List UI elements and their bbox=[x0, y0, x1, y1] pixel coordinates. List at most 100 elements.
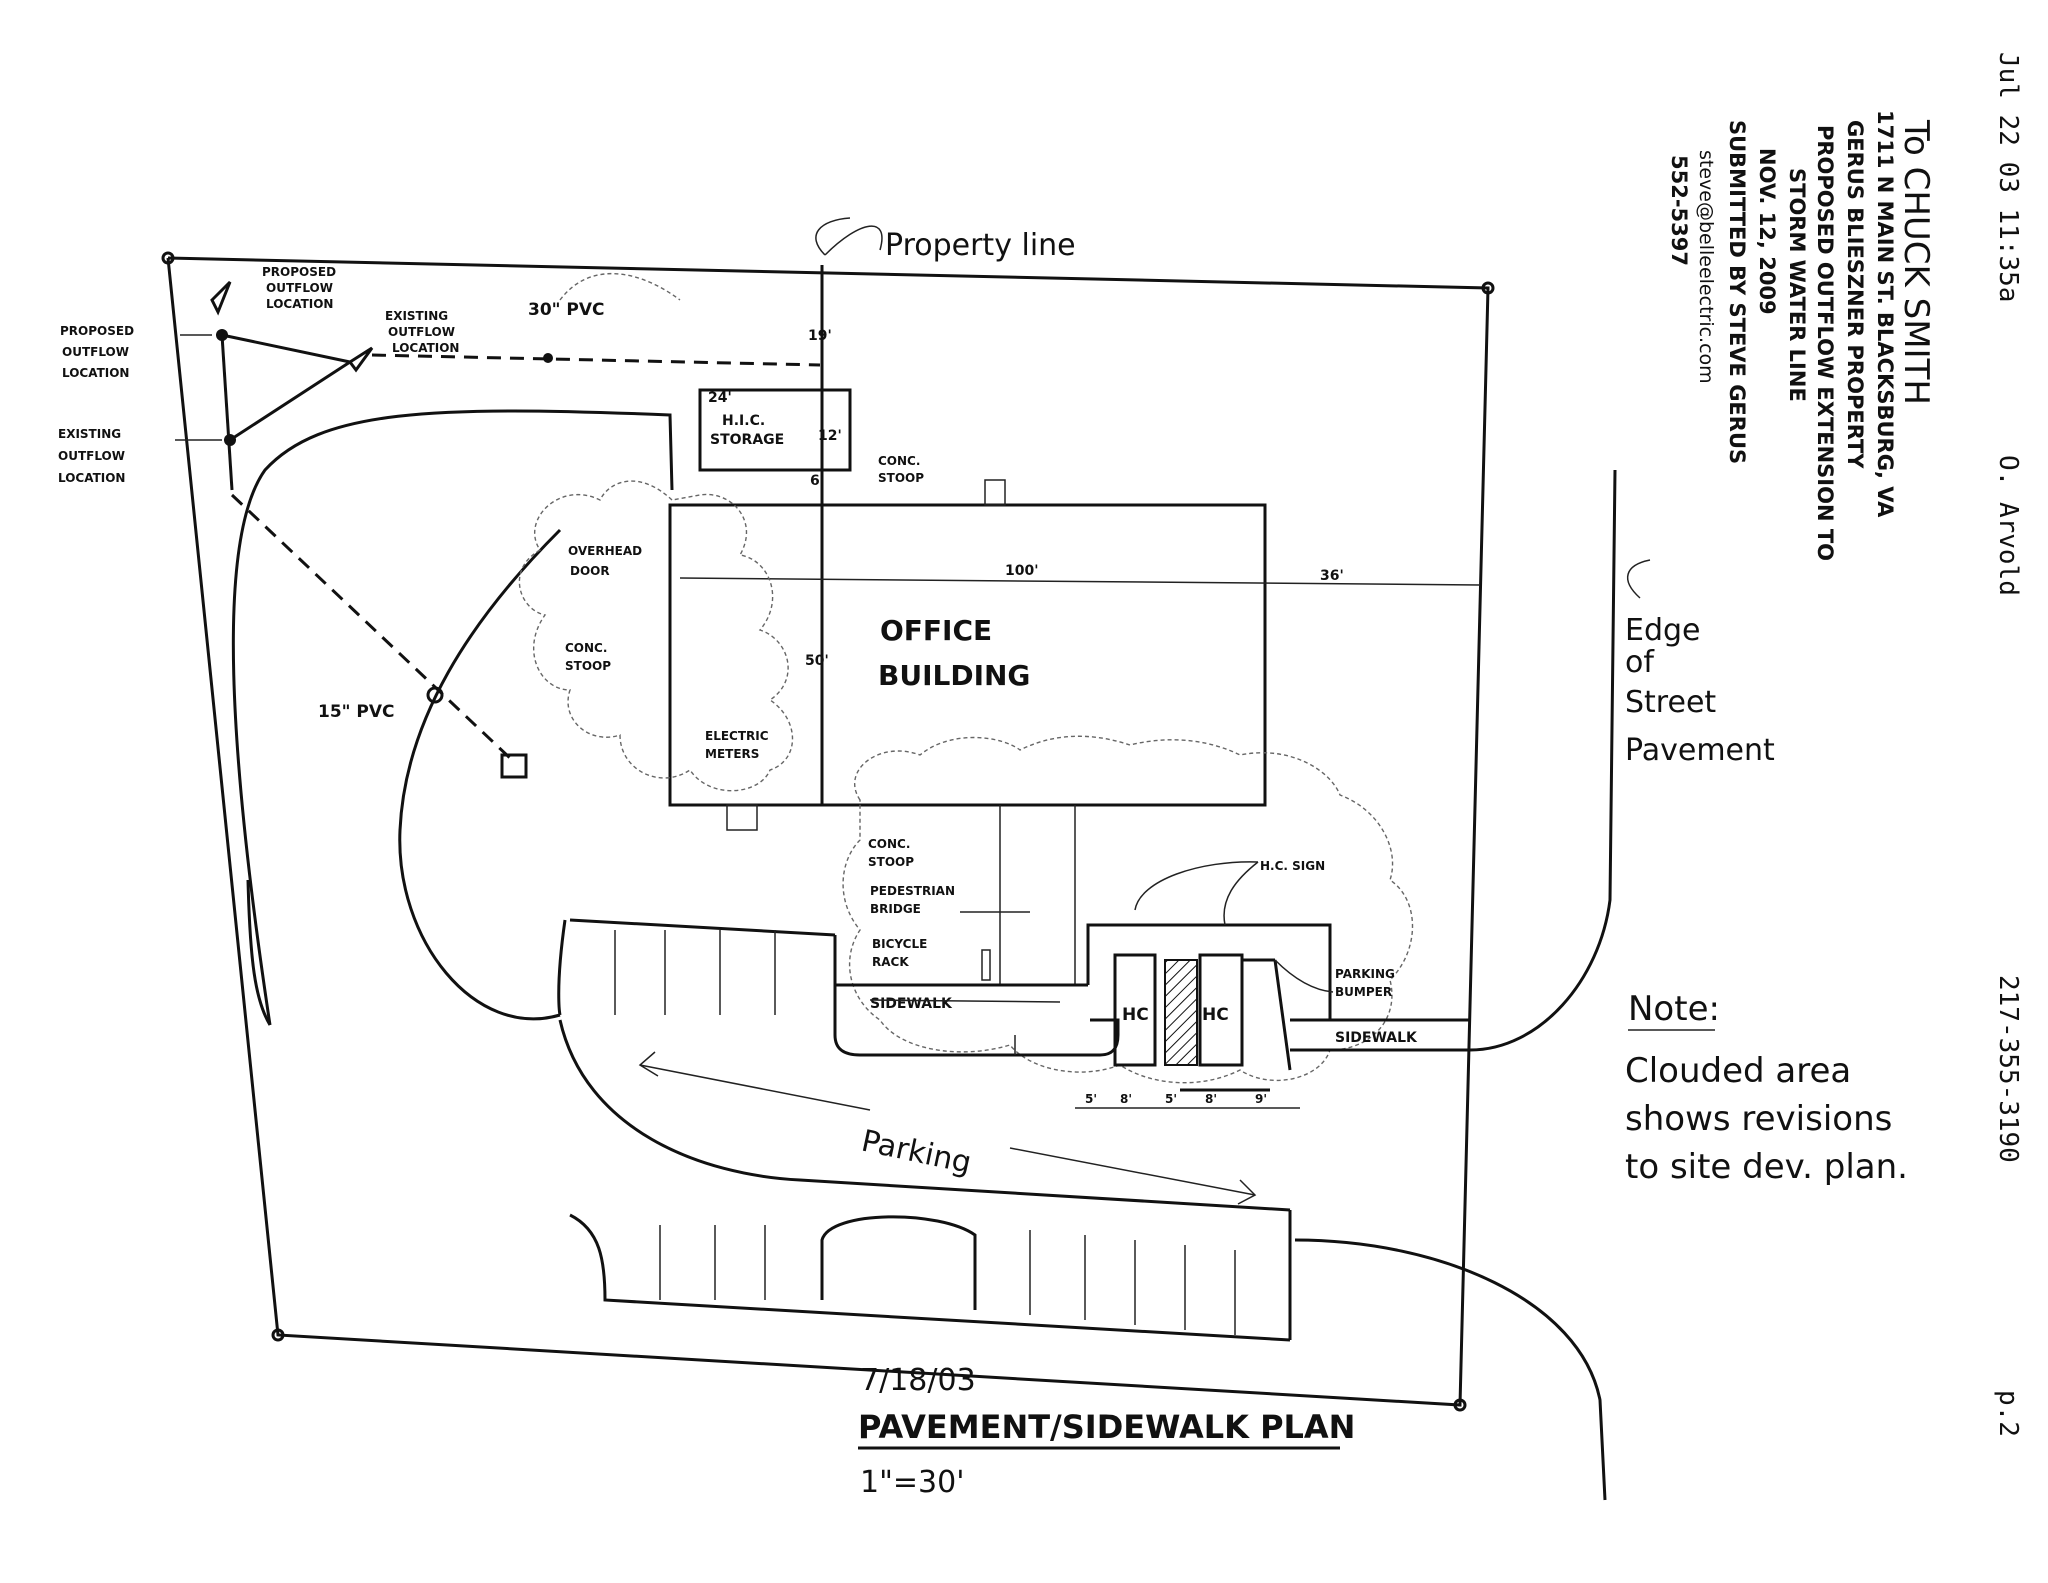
parking-bumper-label: PARKING BUMPER bbox=[1335, 967, 1395, 999]
fax-sender: O. Arvold bbox=[1993, 455, 2023, 596]
svg-text:8': 8' bbox=[1205, 1092, 1217, 1106]
fax-timestamp: Jul 22 03 11:35a bbox=[1993, 52, 2023, 302]
svg-text:STOOP: STOOP bbox=[565, 659, 611, 673]
conc-stoop-top-label: CONC. STOOP bbox=[878, 454, 924, 485]
svg-text:to site dev. plan.: to site dev. plan. bbox=[1625, 1147, 1908, 1187]
hc-sign-label: H.C. SIGN bbox=[1260, 859, 1325, 873]
dim-100: 100' bbox=[1005, 563, 1039, 579]
bicycle-rack-label: BICYCLE RACK bbox=[872, 937, 927, 969]
revision-cloud-right bbox=[842, 735, 1414, 1084]
dim-24: 24' bbox=[708, 390, 732, 406]
property-line-label: Property line bbox=[885, 228, 1076, 263]
svg-text:RACK: RACK bbox=[872, 955, 909, 969]
svg-text:LOCATION: LOCATION bbox=[392, 341, 459, 355]
proposed-outflow-top-label: PROPOSED OUTFLOW LOCATION bbox=[262, 265, 336, 311]
pedestrian-bridge-structure bbox=[999, 805, 1076, 985]
proposed-outflow-left-label: PROPOSED OUTFLOW LOCATION bbox=[60, 324, 134, 380]
svg-text:NOV. 12, 2009: NOV. 12, 2009 bbox=[1755, 148, 1779, 315]
property-boundary bbox=[161, 251, 1495, 1412]
svg-text:CONC.: CONC. bbox=[878, 454, 920, 468]
street-edge-lower bbox=[1294, 1238, 1607, 1501]
overhead-door-label: OVERHEAD DOOR bbox=[568, 544, 642, 578]
note-block: Note: Clouded area shows revisions to si… bbox=[1625, 989, 1908, 1187]
svg-text:OFFICE: OFFICE bbox=[880, 614, 992, 647]
storm-pipes bbox=[210, 280, 821, 779]
svg-text:LOCATION: LOCATION bbox=[266, 297, 333, 311]
svg-text:PROPOSED OUTFLOW EXTENSION TO: PROPOSED OUTFLOW EXTENSION TO bbox=[1813, 125, 1837, 561]
hc-label-2: HC bbox=[1202, 1005, 1229, 1025]
svg-text:DOOR: DOOR bbox=[570, 564, 610, 578]
svg-text:BRIDGE: BRIDGE bbox=[870, 902, 921, 916]
dim-6: 6' bbox=[810, 473, 824, 489]
property-line-arrow bbox=[824, 225, 883, 256]
hc-storage-label: H.I.C. STORAGE bbox=[710, 413, 784, 448]
svg-text:To CHUCK SMITH: To CHUCK SMITH bbox=[1896, 119, 1936, 405]
header-block: To CHUCK SMITH bbox=[1896, 119, 1936, 405]
svg-text:5': 5' bbox=[1085, 1092, 1097, 1106]
conc-stoop-left-label: CONC. STOOP bbox=[565, 641, 611, 673]
svg-text:SUBMITTED BY STEVE GERUS: SUBMITTED BY STEVE GERUS bbox=[1725, 120, 1749, 464]
revision-cloud-left bbox=[518, 480, 794, 792]
svg-text:shows revisions: shows revisions bbox=[1625, 1099, 1892, 1139]
existing-outflow-top-label: EXISTING OUTFLOW LOCATION bbox=[385, 309, 459, 355]
dim-36: 36' bbox=[1320, 568, 1344, 584]
plan-date: 7/18/03 bbox=[860, 1363, 976, 1398]
svg-text:1711 N MAIN ST. BLACKSBURG, VA: 1711 N MAIN ST. BLACKSBURG, VA bbox=[1873, 110, 1897, 518]
svg-text:BICYCLE: BICYCLE bbox=[872, 937, 927, 951]
conc-stoop-bottom-label: CONC. STOOP bbox=[868, 837, 914, 869]
dim-12: 12' bbox=[818, 428, 842, 444]
svg-text:BUMPER: BUMPER bbox=[1335, 985, 1392, 999]
svg-text:OUTFLOW: OUTFLOW bbox=[62, 345, 129, 359]
svg-text:OUTFLOW: OUTFLOW bbox=[58, 449, 125, 463]
plan-title: PAVEMENT/SIDEWALK PLAN bbox=[858, 1408, 1355, 1446]
svg-text:GERUS BLIESZNER PROPERTY: GERUS BLIESZNER PROPERTY bbox=[1843, 120, 1867, 469]
svg-text:CONC.: CONC. bbox=[868, 837, 910, 851]
svg-text:OUTFLOW: OUTFLOW bbox=[266, 281, 333, 295]
office-building bbox=[668, 265, 1267, 807]
svg-text:of: of bbox=[1625, 645, 1655, 680]
dim-50: 50' bbox=[805, 653, 829, 669]
pvc15-label: 15" PVC bbox=[318, 702, 395, 722]
fax-phone: 217-355-3190 bbox=[1993, 975, 2023, 1163]
svg-text:STOOP: STOOP bbox=[868, 855, 914, 869]
svg-text:ELECTRIC: ELECTRIC bbox=[705, 729, 769, 743]
existing-outflow-left-label: EXISTING OUTFLOW LOCATION bbox=[58, 427, 125, 485]
svg-text:Edge: Edge bbox=[1625, 613, 1701, 648]
svg-text:Street: Street bbox=[1625, 685, 1716, 720]
svg-text:LOCATION: LOCATION bbox=[58, 471, 125, 485]
parking-lot bbox=[557, 918, 1292, 1342]
hc-label-1: HC bbox=[1122, 1005, 1149, 1025]
sidewalk-mid-label: SIDEWALK bbox=[870, 996, 953, 1012]
svg-text:H.I.C.: H.I.C. bbox=[722, 413, 765, 429]
svg-text:CONC.: CONC. bbox=[565, 641, 607, 655]
svg-text:steve@belleelectric.com: steve@belleelectric.com bbox=[1695, 150, 1717, 384]
svg-text:EXISTING: EXISTING bbox=[385, 309, 448, 323]
dim-19: 19' bbox=[808, 328, 832, 344]
svg-text:BUILDING: BUILDING bbox=[878, 659, 1030, 692]
svg-text:PEDESTRIAN: PEDESTRIAN bbox=[870, 884, 955, 898]
svg-text:5': 5' bbox=[1165, 1092, 1177, 1106]
parking-label: Parking bbox=[858, 1124, 974, 1181]
hc-parking-stalls bbox=[1113, 953, 1292, 1092]
svg-text:STORM WATER LINE: STORM WATER LINE bbox=[1785, 168, 1809, 402]
svg-text:8': 8' bbox=[1120, 1092, 1132, 1106]
sidewalk-outline bbox=[833, 469, 1617, 1057]
svg-text:LOCATION: LOCATION bbox=[62, 366, 129, 380]
header-lines: 1711 N MAIN ST. BLACKSBURG, VA GERUS BLI… bbox=[1667, 110, 1897, 561]
fax-page: p.2 bbox=[1993, 1390, 2023, 1437]
sidewalk-right-label: SIDEWALK bbox=[1335, 1030, 1418, 1046]
pvc30-label: 30" PVC bbox=[528, 300, 605, 320]
svg-text:EXISTING: EXISTING bbox=[58, 427, 121, 441]
svg-text:9': 9' bbox=[1255, 1092, 1267, 1106]
svg-text:Note:: Note: bbox=[1628, 989, 1720, 1029]
edge-street-label: Edge of Street Pavement bbox=[1625, 613, 1775, 768]
svg-text:STORAGE: STORAGE bbox=[710, 432, 784, 448]
svg-text:552-5397: 552-5397 bbox=[1667, 155, 1691, 266]
plan-scale: 1"=30' bbox=[860, 1465, 964, 1500]
svg-text:Pavement: Pavement bbox=[1625, 733, 1775, 768]
svg-text:METERS: METERS bbox=[705, 747, 759, 761]
svg-text:PARKING: PARKING bbox=[1335, 967, 1395, 981]
office-building-label: OFFICE BUILDING bbox=[878, 614, 1030, 692]
svg-text:OUTFLOW: OUTFLOW bbox=[388, 325, 455, 339]
